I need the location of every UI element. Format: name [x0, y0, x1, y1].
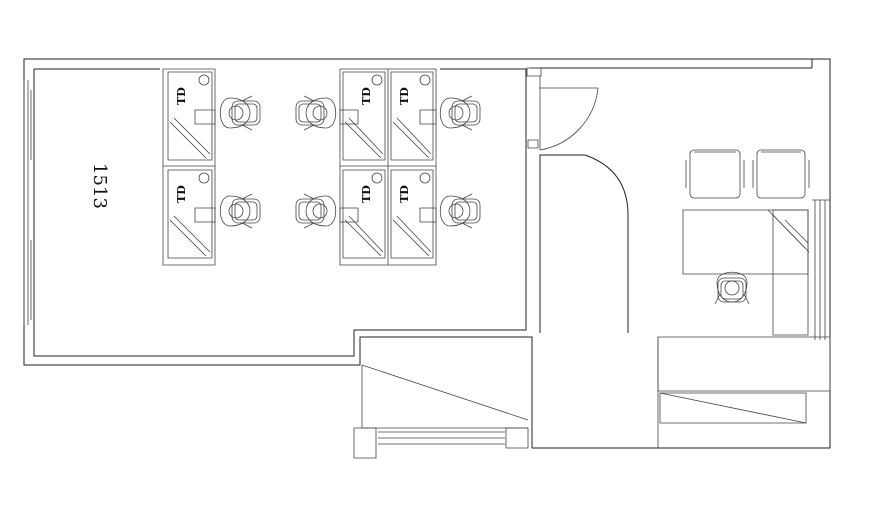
- right-window: [812, 200, 830, 340]
- workstation-frame-left: [163, 69, 215, 265]
- entrance-steps: [354, 365, 528, 458]
- workstation-tag-2: TD: [175, 185, 188, 203]
- workstation-chair-6: [439, 193, 481, 229]
- desk-unit-4: [391, 72, 433, 160]
- workstation-frame-right: [340, 69, 436, 265]
- desk-unit-1: [168, 72, 212, 160]
- workstation-chair-5: [439, 95, 481, 131]
- workstation-tag-3: TD: [360, 87, 373, 105]
- desk-returns: [195, 110, 436, 222]
- guest-chair-left: [686, 150, 744, 198]
- workstation-chair-4: [295, 193, 337, 229]
- manager-chair: [714, 271, 750, 305]
- desk-unit-2: [168, 170, 212, 258]
- workstation-chair-3: [295, 95, 337, 131]
- desk-unit-3: [343, 72, 385, 160]
- outer-wall: [24, 59, 830, 448]
- left-window: [24, 80, 31, 325]
- workstation-tag-5: TD: [360, 185, 373, 203]
- workstation-tag-4: TD: [398, 87, 411, 105]
- workstation-chair-1: [219, 95, 261, 131]
- inner-wall: [34, 69, 526, 356]
- desk-unit-6: [391, 170, 433, 258]
- desk-unit-5: [343, 170, 385, 258]
- room-number-label: 1513: [89, 163, 110, 209]
- manager-desk: [683, 210, 809, 335]
- workstation-tag-6: TD: [398, 185, 411, 203]
- corridor-partition: [540, 155, 628, 333]
- workstation-chair-2: [219, 193, 261, 229]
- guest-chair-right: [753, 150, 809, 198]
- door-swing: [527, 68, 598, 150]
- storage-cabinet: [658, 337, 830, 448]
- workstation-tag-1: TD: [175, 87, 188, 105]
